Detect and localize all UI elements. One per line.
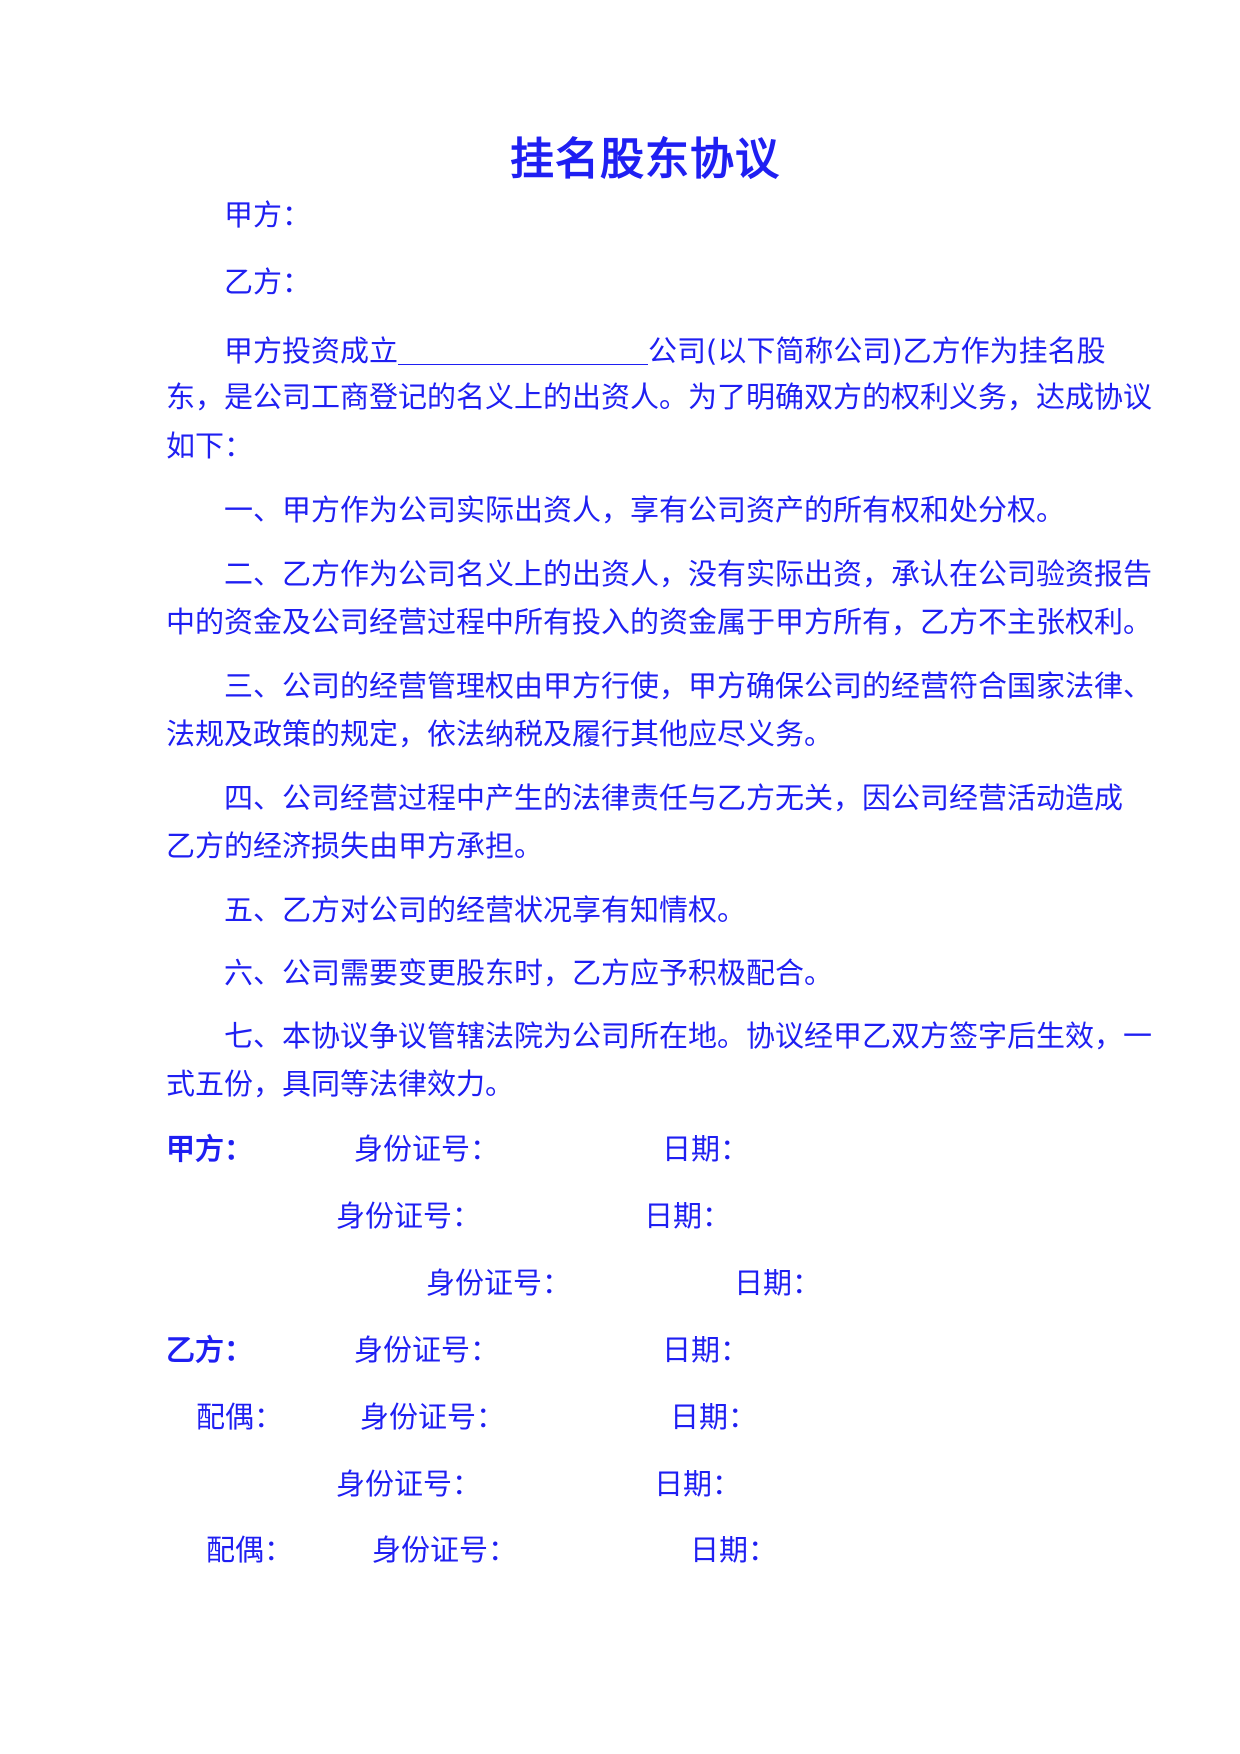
signature-b1-id-label: 身份证号： bbox=[354, 1333, 500, 1367]
clause-7-line-1: 七、本协议争议管辖法院为公司所在地。协议经甲乙双方签字后生效，一 bbox=[224, 1019, 1153, 1053]
signature-party-a-label: 甲方： bbox=[166, 1132, 254, 1166]
signature-party-b-label: 乙方： bbox=[166, 1333, 254, 1367]
signature-b2-spouse-label: 配偶： bbox=[206, 1533, 294, 1567]
signature-b3-id-label: 身份证号： bbox=[336, 1467, 482, 1501]
clause-1-line-1: 一、甲方作为公司实际出资人，享有公司资产的所有权和处分权。 bbox=[224, 493, 1066, 527]
clause-5-line-1: 五、乙方对公司的经营状况享有知情权。 bbox=[224, 893, 747, 927]
signature-b1-date-label: 日期： bbox=[662, 1333, 750, 1367]
signature-b4-date-label: 日期： bbox=[690, 1533, 778, 1567]
clause-2-line-1: 二、乙方作为公司名义上的出资人，没有实际出资，承认在公司验资报告 bbox=[224, 557, 1153, 591]
clause-7-line-2: 式五份，具同等法律效力。 bbox=[166, 1067, 515, 1101]
signature-a2-date-label: 日期： bbox=[644, 1199, 732, 1233]
party-b-line: 乙方： bbox=[224, 265, 312, 299]
document-title: 挂名股东协议 bbox=[510, 134, 780, 185]
intro-text-start: 甲方投资成立 bbox=[224, 334, 399, 368]
signature-a1-date-label: 日期： bbox=[662, 1132, 750, 1166]
signature-b2-id-label: 身份证号： bbox=[360, 1400, 506, 1434]
clause-3-line-1: 三、公司的经营管理权由甲方行使，甲方确保公司的经营符合国家法律、 bbox=[224, 669, 1153, 703]
intro-line-2: 东，是公司工商登记的名义上的出资人。为了明确双方的权利义务，达成协议 bbox=[166, 380, 1153, 414]
signature-a3-id-label: 身份证号： bbox=[426, 1266, 572, 1300]
signature-b4-id-label: 身份证号： bbox=[372, 1533, 518, 1567]
signature-b3-date-label: 日期： bbox=[654, 1467, 742, 1501]
intro-text-end: 公司(以下简称公司)乙方作为挂名股 bbox=[648, 334, 1106, 368]
clause-2-line-2: 中的资金及公司经营过程中所有投入的资金属于甲方所有，乙方不主张权利。 bbox=[166, 605, 1153, 639]
clause-4-line-1: 四、公司经营过程中产生的法律责任与乙方无关，因公司经营活动造成 bbox=[224, 781, 1124, 815]
intro-line-3: 如下： bbox=[166, 429, 254, 463]
clause-3-line-2: 法规及政策的规定，依法纳税及履行其他应尽义务。 bbox=[166, 717, 834, 751]
party-a-line: 甲方： bbox=[224, 198, 312, 232]
clause-6-line-1: 六、公司需要变更股东时，乙方应予积极配合。 bbox=[224, 956, 834, 990]
signature-a1-id-label: 身份证号： bbox=[354, 1132, 500, 1166]
signature-b1-spouse-label: 配偶： bbox=[196, 1400, 284, 1434]
signature-b2-date-label: 日期： bbox=[670, 1400, 758, 1434]
company-name-blank[interactable] bbox=[398, 334, 649, 365]
signature-a2-id-label: 身份证号： bbox=[336, 1199, 482, 1233]
signature-a3-date-label: 日期： bbox=[734, 1266, 822, 1300]
clause-4-line-2: 乙方的经济损失由甲方承担。 bbox=[166, 829, 544, 863]
intro-line-1: 甲方投资成立 公司(以下简称公司)乙方作为挂名股 bbox=[224, 334, 1106, 366]
